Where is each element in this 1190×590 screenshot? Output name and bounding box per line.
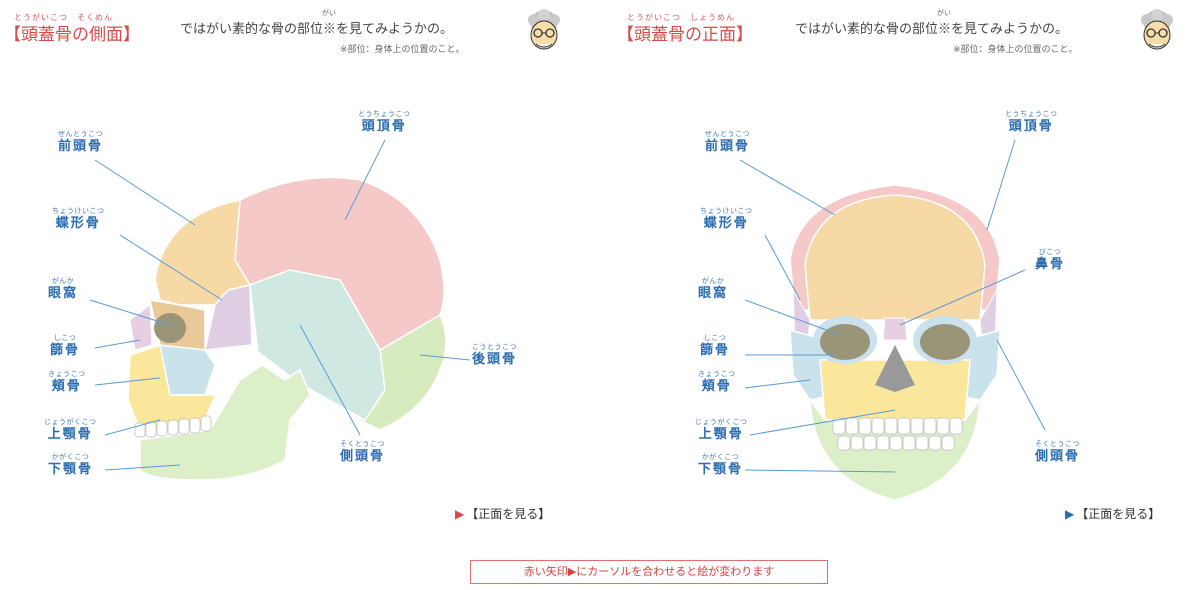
bone-name: 側頭骨 bbox=[340, 449, 386, 464]
ruby: ぜんとうこつ bbox=[58, 130, 103, 138]
bone-name: 下顎骨 bbox=[48, 462, 94, 477]
bone-name: 頭頂骨 bbox=[1008, 119, 1054, 134]
intro-text: ではがい素的な骨の部位※を見てみようかの。 bbox=[795, 22, 1069, 37]
ruby: がんか bbox=[51, 277, 75, 285]
label-ethmoid-bone: しこつ 篩骨 bbox=[50, 334, 80, 359]
label-mandible: かがくこつ 下顎骨 bbox=[48, 453, 93, 478]
panel-title: 【頭蓋骨の正面】 bbox=[617, 25, 753, 45]
ruby: とうちょうこつ bbox=[358, 110, 411, 118]
link-label: 【正面を見る】 bbox=[1076, 507, 1161, 521]
hover-hint-box: 赤い矢印▶にカーソルを合わせると絵が変わります bbox=[470, 560, 828, 584]
show-front-view-link[interactable]: ▶【正面を見る】 bbox=[455, 505, 550, 522]
ruby: とうちょうこつ bbox=[1005, 110, 1058, 118]
intro-ruby: がい bbox=[937, 9, 951, 17]
ruby: きょうこつ bbox=[48, 370, 86, 378]
title-ruby: とうがいこつ しょうめん bbox=[627, 13, 735, 22]
bone-name: 鼻骨 bbox=[1035, 257, 1066, 272]
side-view-panel: とうがいこつ そくめん 【頭蓋骨の側面】 がい ではがい素的な骨の部位※を見てみ… bbox=[0, 0, 595, 540]
front-skull-diagram bbox=[739, 139, 1046, 501]
title-ruby: とうがいこつ そくめん bbox=[14, 13, 113, 22]
label-temporal-bone: そくとうこつ 側頭骨 bbox=[340, 440, 385, 465]
label-parietal-bone: とうちょうこつ 頭頂骨 bbox=[358, 110, 411, 135]
label-maxilla: じょうがくこつ 上顎骨 bbox=[44, 418, 97, 443]
side-skull-diagram bbox=[89, 139, 471, 481]
label-orbit: がんか 眼窩 bbox=[698, 277, 728, 302]
panel-title: 【頭蓋骨の側面】 bbox=[4, 25, 140, 45]
ruby: かがくこつ bbox=[51, 453, 90, 461]
ruby: しこつ bbox=[703, 334, 727, 342]
bone-name: 前頭骨 bbox=[58, 139, 104, 154]
label-zygomatic-bone: きょうこつ 頬骨 bbox=[48, 370, 86, 395]
label-frontal-bone: ぜんとうこつ 前頭骨 bbox=[705, 130, 750, 155]
ruby: がんか bbox=[701, 277, 725, 285]
label-maxilla: じょうがくこつ 上顎骨 bbox=[695, 418, 748, 443]
bone-name: 下顎骨 bbox=[698, 462, 744, 477]
bone-name: 後頭骨 bbox=[472, 352, 518, 367]
ruby: ぜんとうこつ bbox=[705, 130, 750, 138]
label-zygomatic-bone: きょうこつ 頬骨 bbox=[698, 370, 736, 395]
bone-name: 眼窩 bbox=[48, 286, 79, 301]
red-triangle-icon: ▶ bbox=[455, 507, 465, 521]
ruby: そくとうこつ bbox=[340, 440, 385, 448]
bone-name: 蝶形骨 bbox=[55, 216, 101, 231]
front-view-panel: とうがいこつ しょうめん 【頭蓋骨の正面】 がい ではがい素的な骨の部位※を見て… bbox=[595, 0, 1190, 540]
ruby: かがくこつ bbox=[701, 453, 740, 461]
label-nasal-bone: びこつ 鼻骨 bbox=[1035, 248, 1065, 273]
label-temporal-bone: そくとうこつ 側頭骨 bbox=[1035, 440, 1080, 465]
ruby: ちょうけいこつ bbox=[52, 207, 105, 215]
ruby: じょうがくこつ bbox=[695, 418, 748, 426]
note-text: ※部位：身体上の位置のこと。 bbox=[340, 45, 465, 55]
ruby: じょうがくこつ bbox=[44, 418, 97, 426]
professor-avatar-icon bbox=[1141, 9, 1173, 50]
bone-name: 頬骨 bbox=[701, 379, 732, 394]
professor-avatar-icon bbox=[528, 9, 560, 50]
note-text: ※部位：身体上の位置のこと。 bbox=[953, 45, 1078, 55]
label-sphenoid-bone: ちょうけいこつ 蝶形骨 bbox=[52, 207, 105, 232]
bone-name: 頬骨 bbox=[51, 379, 82, 394]
bone-name: 側頭骨 bbox=[1035, 449, 1081, 464]
bone-name: 眼窩 bbox=[698, 286, 729, 301]
blue-triangle-icon: ▶ bbox=[1065, 507, 1075, 521]
bone-name: 蝶形骨 bbox=[703, 216, 749, 231]
bone-name: 頭頂骨 bbox=[361, 119, 407, 134]
bone-name: 上顎骨 bbox=[47, 427, 93, 442]
ruby: びこつ bbox=[1038, 248, 1062, 256]
label-sphenoid-bone: ちょうけいこつ 蝶形骨 bbox=[700, 207, 753, 232]
ruby: そくとうこつ bbox=[1035, 440, 1080, 448]
ruby: ちょうけいこつ bbox=[700, 207, 753, 215]
intro-text: ではがい素的な骨の部位※を見てみようかの。 bbox=[180, 22, 454, 37]
bone-name: 前頭骨 bbox=[705, 139, 751, 154]
show-front-view-link[interactable]: ▶【正面を見る】 bbox=[1065, 505, 1160, 522]
label-frontal-bone: ぜんとうこつ 前頭骨 bbox=[58, 130, 103, 155]
label-orbit: がんか 眼窩 bbox=[48, 277, 78, 302]
link-label: 【正面を見る】 bbox=[466, 507, 551, 521]
bone-name: 篩骨 bbox=[50, 343, 81, 358]
label-mandible: かがくこつ 下顎骨 bbox=[698, 453, 743, 478]
label-ethmoid-bone: しこつ 篩骨 bbox=[700, 334, 730, 359]
label-parietal-bone: とうちょうこつ 頭頂骨 bbox=[1005, 110, 1058, 135]
bone-name: 篩骨 bbox=[700, 343, 731, 358]
ruby: こうとうこつ bbox=[472, 343, 517, 351]
ruby: しこつ bbox=[53, 334, 77, 342]
bone-name: 上顎骨 bbox=[698, 427, 744, 442]
label-occipital-bone: こうとうこつ 後頭骨 bbox=[472, 343, 517, 368]
ruby: きょうこつ bbox=[698, 370, 736, 378]
intro-ruby: がい bbox=[322, 9, 336, 17]
